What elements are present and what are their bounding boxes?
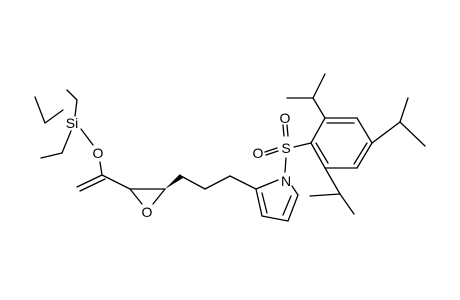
- bond: [264, 147, 278, 153]
- bond: [310, 142, 326, 169]
- bond: [284, 157, 287, 173]
- bond: [229, 175, 257, 190]
- triisopropylphenyl-group: [286, 73, 426, 215]
- bond: [287, 194, 299, 222]
- bond: [74, 99, 78, 117]
- bond: [291, 185, 299, 196]
- bond: [339, 193, 355, 215]
- propyl-chain: [180, 175, 257, 190]
- stereo-wedge: [165, 174, 183, 189]
- pyrrole-nitrogen-label: N: [281, 173, 291, 189]
- silicon-atom-label: Si: [66, 115, 78, 131]
- bond: [99, 161, 103, 176]
- bond: [261, 215, 289, 222]
- bond: [61, 130, 72, 154]
- pyrrole-ring: [255, 179, 299, 222]
- bond: [353, 142, 368, 165]
- bond: [101, 174, 131, 190]
- bond: [76, 174, 103, 188]
- bond: [371, 121, 401, 144]
- bond: [261, 192, 268, 214]
- bond: [399, 97, 409, 123]
- bond: [309, 193, 341, 197]
- sulfonyl-group: [264, 124, 312, 173]
- bond: [80, 128, 94, 146]
- bond: [286, 124, 289, 137]
- epoxide-ring: [129, 174, 183, 205]
- bond: [255, 188, 263, 217]
- vinyl-ether-group: [76, 161, 131, 192]
- sulfonyl-oxygen-top-label: O: [280, 110, 291, 126]
- bond: [310, 117, 326, 144]
- bond: [255, 179, 279, 190]
- triethylsilyl-group: [34, 89, 94, 159]
- bond: [282, 124, 285, 137]
- bond: [40, 152, 63, 159]
- bond: [79, 178, 106, 192]
- bond: [34, 96, 46, 124]
- bond: [152, 188, 166, 205]
- epoxide-oxygen-label: O: [142, 204, 153, 220]
- bond: [204, 175, 231, 190]
- sulfur-atom-label: S: [281, 140, 290, 156]
- sulfonyl-oxygen-left-label: O: [253, 145, 264, 161]
- bond: [293, 142, 312, 148]
- silyl-ether-oxygen-label: O: [93, 145, 104, 161]
- bond: [356, 142, 373, 169]
- bond: [324, 167, 341, 195]
- bond: [265, 150, 279, 156]
- bond: [44, 109, 64, 124]
- bond: [129, 188, 143, 205]
- bond: [312, 97, 326, 119]
- bond: [312, 73, 326, 99]
- bond: [66, 89, 78, 101]
- bond: [315, 142, 329, 164]
- bond: [399, 121, 426, 147]
- bond: [282, 195, 292, 216]
- bond: [180, 175, 206, 190]
- bond: [356, 117, 373, 144]
